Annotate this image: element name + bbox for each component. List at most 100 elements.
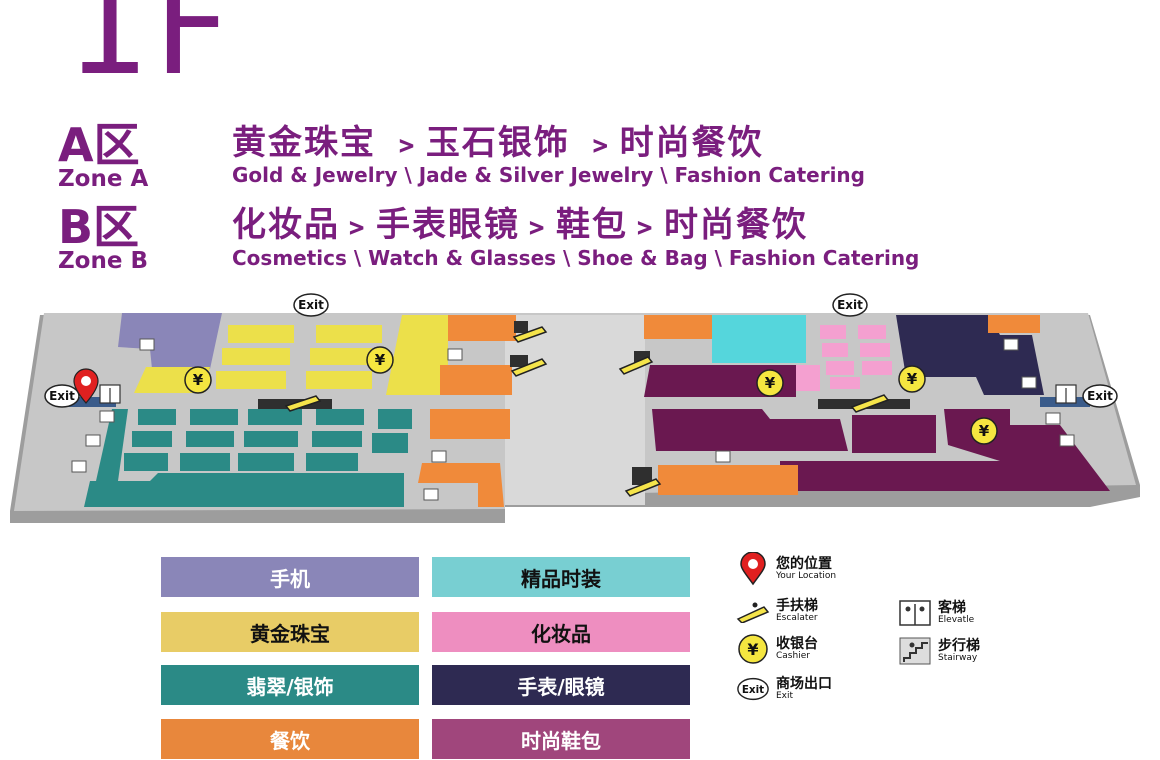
shop-jade-9 xyxy=(244,431,298,447)
key-elevator-cn: 客梯 xyxy=(938,599,966,616)
exit-icon-2 xyxy=(832,293,868,317)
cashier-icon-3 xyxy=(756,369,784,397)
stair-icon-8 xyxy=(715,450,731,463)
stair-icon-12 xyxy=(1059,434,1075,447)
shop-shoebag-4 xyxy=(780,409,1110,491)
shop-cosm-8 xyxy=(796,365,820,391)
exit-label-2: Exit xyxy=(837,298,863,312)
shop-food-b1 xyxy=(644,315,712,339)
stair-icon-7 xyxy=(423,488,439,501)
shop-jade-4 xyxy=(124,453,168,471)
shop-food-b2 xyxy=(658,465,798,495)
cashier-symbol-1: ¥ xyxy=(193,371,204,389)
shop-jade-2 xyxy=(138,409,176,425)
escalator-icon-6 xyxy=(624,478,662,497)
shop-jade-8 xyxy=(248,409,302,425)
key-exit: Exit 商场出口 Exit xyxy=(736,672,832,706)
shop-food-a4 xyxy=(418,463,504,507)
legend-shoebag: 时尚鞋包 xyxy=(432,719,690,759)
cashier-icon-5 xyxy=(970,417,998,445)
zone-b-letter: B区 xyxy=(58,200,140,254)
escalator-base-3 xyxy=(514,321,528,333)
key-cashier: ¥ 收银台 Cashier xyxy=(736,632,818,666)
stair-icon-2 xyxy=(99,410,115,423)
elevator-icon xyxy=(898,596,932,630)
exit-icon: Exit xyxy=(736,672,770,706)
shop-food-a2 xyxy=(440,365,512,395)
shop-cosm-4 xyxy=(860,343,890,357)
location-icon xyxy=(736,552,770,586)
shop-jade-15 xyxy=(372,433,408,453)
key-exit-en: Exit xyxy=(776,690,794,701)
shop-food-a1 xyxy=(448,315,516,341)
shop-jade-12 xyxy=(312,431,362,447)
escalator-icon-2 xyxy=(850,394,890,413)
shop-cosm-7 xyxy=(830,377,860,389)
stair-icon-6 xyxy=(431,450,447,463)
shop-gold-1 xyxy=(228,325,294,343)
shop-jade-3 xyxy=(132,431,172,447)
stair-icon-10 xyxy=(1021,376,1037,389)
stairway-icon xyxy=(898,634,932,668)
shop-food-a3 xyxy=(430,409,510,439)
key-exit-cn: 商场出口 xyxy=(776,675,832,692)
shop-phone xyxy=(118,313,222,369)
key-escalator-cn: 手扶梯 xyxy=(776,597,818,614)
stair-icon-11 xyxy=(1045,412,1061,425)
key-elevator-en: Elevatle xyxy=(938,614,975,625)
corridor-center xyxy=(505,315,645,505)
legend-gold: 黄金珠宝 xyxy=(161,612,419,652)
shop-food-b3 xyxy=(988,315,1040,333)
escalator-icon-1 xyxy=(284,395,322,412)
floor-title: 1F xyxy=(66,0,234,105)
cashier-icon-2 xyxy=(366,346,394,374)
floor-map: ¥ ¥ ¥ ¥ ¥ Exit Exit Exit Exit xyxy=(10,293,1140,523)
stair-icon-4 xyxy=(71,460,87,473)
exit-icon-4 xyxy=(1082,384,1118,408)
shop-cosm-6 xyxy=(862,361,892,375)
shop-jade-13 xyxy=(306,453,358,471)
shop-jade-6 xyxy=(186,431,234,447)
zone-a-subtitle: Gold & Jewelry \ Jade & Silver Jewelry \… xyxy=(232,163,865,187)
exit-label-1: Exit xyxy=(298,298,324,312)
cashier-symbol-4: ¥ xyxy=(907,370,918,388)
shop-jade-1 xyxy=(96,409,128,481)
shop-jade-11 xyxy=(316,409,364,425)
zone-a-mark: A区 Zone A xyxy=(58,122,148,191)
shop-gold-3 xyxy=(222,348,290,365)
escalator-base-4 xyxy=(510,355,528,367)
exit-icon-3 xyxy=(44,384,80,408)
zone-b-categories: 化妆品﹥手表眼镜﹥鞋包﹥时尚餐饮 xyxy=(232,205,808,245)
key-stairway: 步行梯 Stairway xyxy=(898,634,980,668)
key-stairway-cn: 步行梯 xyxy=(938,637,980,654)
stair-icon-1 xyxy=(139,338,155,351)
key-escalator-en: Escalater xyxy=(776,612,818,623)
cashier-symbol-5: ¥ xyxy=(979,422,990,440)
shop-jade-10 xyxy=(238,453,294,471)
legend-fashion: 精品时装 xyxy=(432,557,690,597)
escalator-base-6 xyxy=(632,467,652,485)
exit-label-3: Exit xyxy=(49,389,75,403)
key-location-en: Your Location xyxy=(776,570,837,581)
shop-gold-4 xyxy=(310,348,372,365)
escalator-icon xyxy=(736,594,770,628)
zone-a-letter: A区 xyxy=(58,118,140,172)
shop-fashion xyxy=(712,315,806,363)
shop-jade-14 xyxy=(378,409,412,429)
legend-cosmetics: 化妆品 xyxy=(432,612,690,652)
shop-gold-5 xyxy=(216,371,286,389)
shop-gold-8 xyxy=(386,315,448,395)
zone-a-categories: 黄金珠宝 ﹥玉石银饰 ﹥时尚餐饮 xyxy=(232,123,764,163)
stair-icon-3 xyxy=(85,434,101,447)
shop-jade-17 xyxy=(66,397,116,407)
zone-b-en: Zone B xyxy=(58,248,148,274)
shop-jade-16 xyxy=(84,473,404,507)
stair-icon-5 xyxy=(447,348,463,361)
zone-a-en: Zone A xyxy=(58,166,149,192)
cashier-icon-1 xyxy=(184,366,212,394)
key-location-cn: 您的位置 xyxy=(776,555,832,572)
escalator-icon-3 xyxy=(512,326,548,343)
escalator-icon-5 xyxy=(618,356,654,375)
legend-food: 餐饮 xyxy=(161,719,419,759)
key-location: 您的位置 Your Location xyxy=(736,552,836,586)
